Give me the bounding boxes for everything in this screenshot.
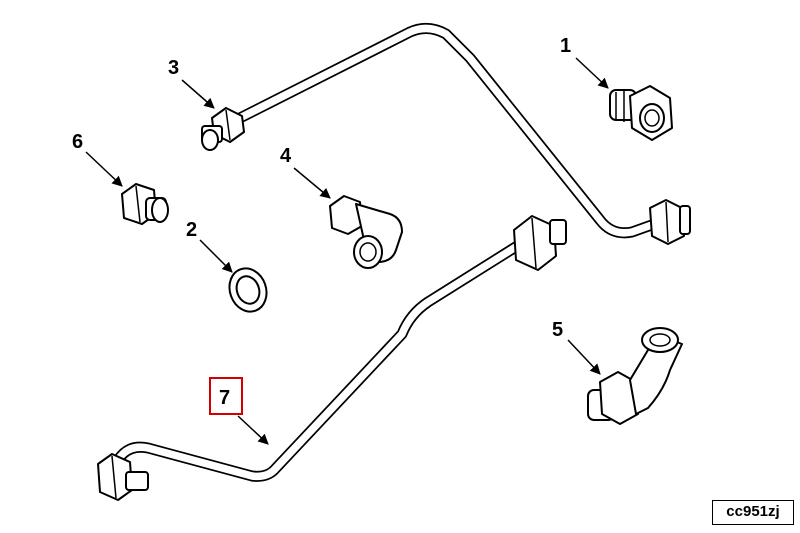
callout-7-highlight-box — [209, 377, 243, 415]
leader-4 — [293, 167, 331, 199]
part-5-elbow-fitting — [587, 327, 683, 425]
leader-2 — [199, 239, 233, 273]
figure-id-label: cc951zj — [712, 500, 794, 525]
part-4-elbow-fitting — [329, 195, 403, 269]
callout-1: 1 — [560, 35, 571, 57]
leader-5 — [567, 339, 601, 375]
part-6-fitting — [121, 183, 169, 225]
lower-tube-line — [97, 215, 567, 501]
lower-tube-lower-fitting — [97, 453, 149, 501]
leader-1 — [575, 57, 609, 89]
callout-2: 2 — [186, 219, 197, 241]
part-1-fitting — [609, 85, 673, 141]
leader-7 — [237, 415, 269, 445]
leader-6 — [85, 151, 123, 187]
callout-7: 7 — [219, 387, 230, 409]
callout-4: 4 — [280, 145, 292, 167]
callout-3: 3 — [168, 57, 179, 79]
upper-tube-right-fitting — [649, 199, 691, 245]
part-2-washer — [228, 267, 268, 313]
leader-3 — [181, 79, 215, 109]
callout-5: 5 — [552, 319, 563, 341]
upper-tube-left-fitting — [201, 107, 245, 151]
upper-tube-line — [201, 23, 691, 245]
callout-6: 6 — [72, 131, 83, 153]
callout-labels: 1 3 6 4 2 5 7 — [72, 35, 571, 415]
callout-leaders — [85, 57, 609, 445]
lower-tube-upper-fitting — [513, 215, 567, 271]
